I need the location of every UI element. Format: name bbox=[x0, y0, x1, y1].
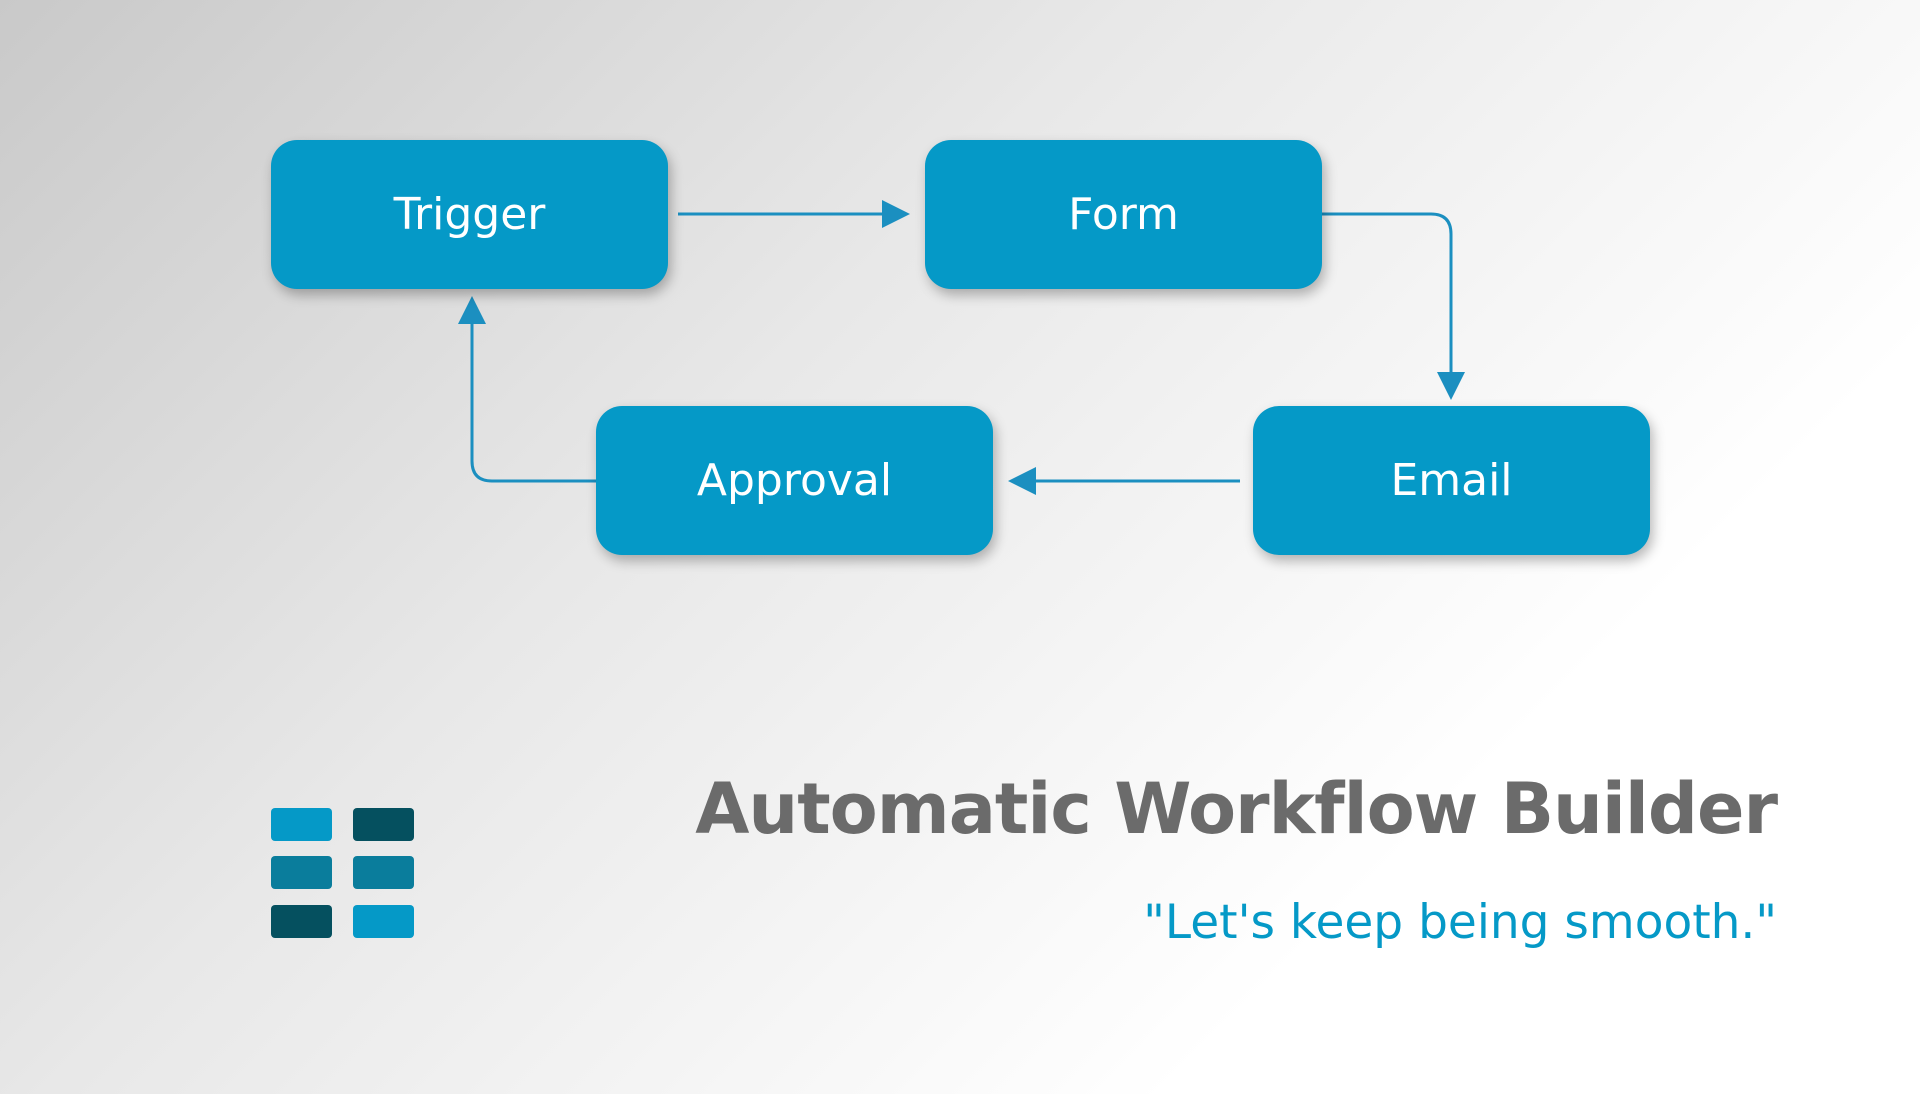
page-title: Automatic Workflow Builder bbox=[695, 768, 1778, 850]
edge-trigger-to-form bbox=[678, 200, 910, 228]
edge-approval-to-trigger bbox=[458, 296, 596, 483]
arrow-left-icon bbox=[1008, 467, 1036, 495]
node-email[interactable]: Email bbox=[1253, 406, 1650, 555]
node-approval[interactable]: Approval bbox=[596, 406, 993, 555]
edge-form-to-email bbox=[1322, 212, 1465, 400]
logo-cell bbox=[353, 856, 414, 889]
tagline: "Let's keep being smooth." bbox=[1143, 895, 1777, 950]
logo-cell bbox=[271, 856, 332, 889]
edge-email-to-approval bbox=[1008, 467, 1240, 495]
logo-cell bbox=[271, 905, 332, 938]
arrow-down-icon bbox=[1437, 372, 1465, 400]
arrow-right-icon bbox=[882, 200, 910, 228]
arrow-up-icon bbox=[458, 296, 486, 324]
logo-cell bbox=[353, 808, 414, 841]
logo-cell bbox=[353, 905, 414, 938]
node-form[interactable]: Form bbox=[925, 140, 1322, 289]
logo-cell bbox=[271, 808, 332, 841]
node-trigger[interactable]: Trigger bbox=[271, 140, 668, 289]
